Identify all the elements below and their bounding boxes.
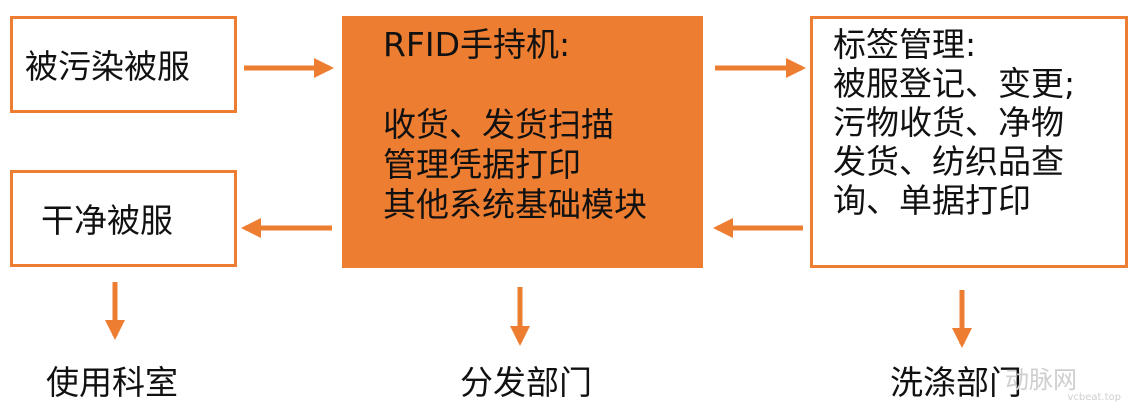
tag-line: 被服登记、变更; [833,64,1076,103]
clean-linen-label: 干净被服 [41,201,173,240]
watermark-subtext: vcbeat.top [1067,392,1121,403]
rfid-handheld-box: RFID手持机: 收货、发货扫描 管理凭据打印 其他系统基础模块 [342,16,703,268]
clean-linen-box: 干净被服 [10,170,237,267]
department-use-label: 使用科室 [46,363,178,402]
contaminated-linen-box: 被污染被服 [10,16,237,113]
tag-line: 询、单据打印 [833,181,1031,220]
rfid-line: 其他系统基础模块 [383,185,647,224]
tag-management-box: 标签管理: 被服登记、变更; 污物收货、净物 发货、纺织品查 询、单据打印 [810,16,1128,268]
rfid-line: 管理凭据打印 [383,145,581,184]
watermark-logo: 动脉网 vcbeat.top [1005,368,1125,408]
tag-text: 标签管理: 被服登记、变更; 污物收货、净物 发货、纺织品查 询、单据打印 [833,25,1075,220]
department-washing-label: 洗涤部门 [890,363,1022,402]
tag-line: 发货、纺织品查 [833,142,1064,181]
rfid-line: 收货、发货扫描 [383,105,614,144]
tag-line: 污物收货、净物 [833,103,1064,142]
rfid-text: RFID手持机: 收货、发货扫描 管理凭据打印 其他系统基础模块 [383,25,647,225]
tag-title: 标签管理: [833,25,977,64]
contaminated-linen-label: 被污染被服 [25,47,190,86]
watermark-text: 动脉网 [1005,366,1077,394]
rfid-title: RFID手持机: [383,25,571,64]
department-distribution-label: 分发部门 [460,363,592,402]
